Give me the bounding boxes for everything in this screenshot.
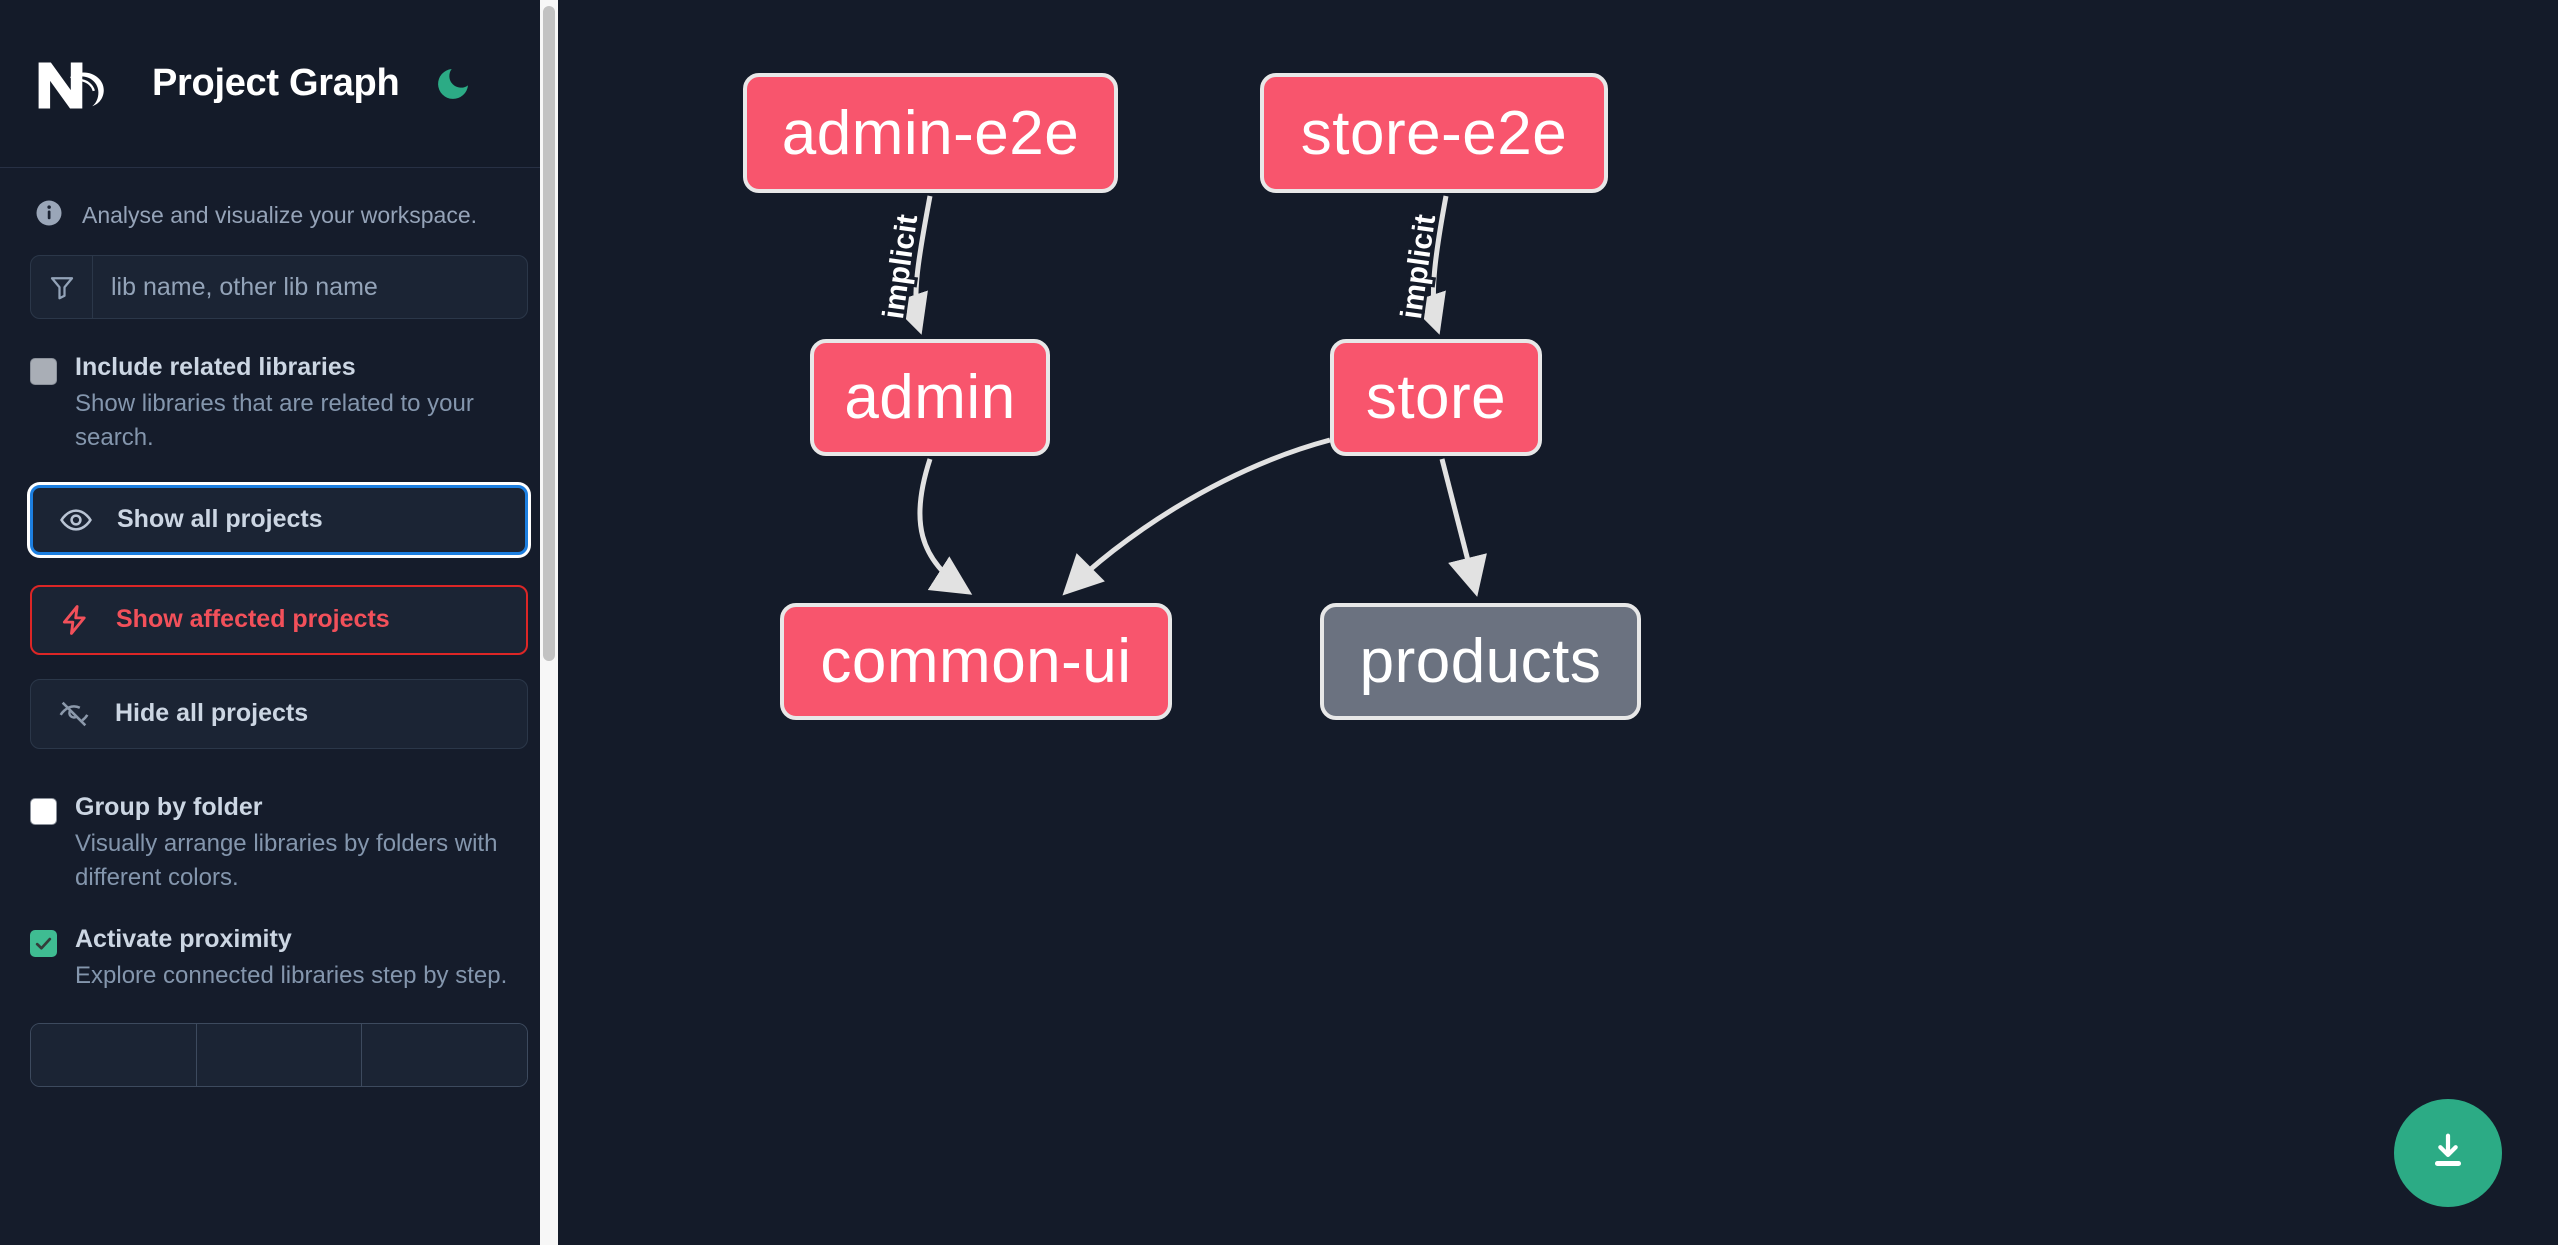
filter-row xyxy=(30,255,528,319)
graph-node-label: store xyxy=(1365,363,1507,432)
checkbox-activate-proximity[interactable]: Activate proximity Explore connected lib… xyxy=(30,925,528,993)
sidebar-content: Project Graph Analyse and visualize your… xyxy=(0,0,558,1087)
show-affected-projects-button[interactable]: Show affected projects xyxy=(30,584,528,655)
show-affected-projects-label: Show affected projects xyxy=(116,605,390,634)
sidebar: Project Graph Analyse and visualize your… xyxy=(0,0,558,1245)
checkbox-include-related-libraries[interactable]: Include related libraries Show libraries… xyxy=(30,353,528,455)
edge-admin-to-common-ui xyxy=(917,458,973,595)
workspace-info: Analyse and visualize your workspace. xyxy=(0,168,558,255)
graph-node-label: products xyxy=(1359,627,1602,696)
filter-funnel-icon xyxy=(31,256,93,318)
sidebar-controls: Include related libraries Show libraries… xyxy=(0,255,558,1087)
graph-node-label: admin-e2e xyxy=(781,98,1080,168)
info-icon xyxy=(34,198,64,233)
graph-canvas[interactable]: implicit implicit admin-e2e store-e2e ad… xyxy=(558,0,2558,1245)
graph-node-label: common-ui xyxy=(820,627,1132,696)
info-text: Analyse and visualize your workspace. xyxy=(82,201,478,228)
hide-all-projects-button[interactable]: Hide all projects xyxy=(30,678,528,749)
edge-store-e2e-to-store xyxy=(1407,195,1449,335)
download-icon xyxy=(2425,1129,2471,1178)
checkbox-box-include-related[interactable] xyxy=(30,358,57,385)
graph-edges: implicit implicit xyxy=(874,195,1487,597)
checkbox-desc-group-by-folder: Visually arrange libraries by folders wi… xyxy=(75,829,498,891)
lightning-bolt-icon xyxy=(58,605,94,635)
graph-node-products[interactable]: products xyxy=(1320,603,1641,720)
checkbox-desc-activate-proximity: Explore connected libraries step by step… xyxy=(75,961,508,989)
checkbox-label-include-related: Include related libraries xyxy=(75,353,356,381)
nx-logo-icon xyxy=(34,53,126,115)
checkbox-group-by-folder[interactable]: Group by folder Visually arrange librari… xyxy=(30,793,528,895)
sidebar-scrollbar[interactable] xyxy=(540,0,558,1245)
checkbox-box-activate-proximity[interactable] xyxy=(30,929,57,957)
graph-node-common-ui[interactable]: common-ui xyxy=(780,603,1172,720)
graph-node-store-e2e[interactable]: store-e2e xyxy=(1260,73,1608,193)
eye-icon xyxy=(59,505,95,535)
checkbox-desc-include-related: Show libraries that are related to your … xyxy=(75,389,474,451)
show-all-projects-button[interactable]: Show all projects xyxy=(30,484,528,555)
edge-admin-e2e-to-admin xyxy=(889,195,933,335)
proximity-value-button[interactable] xyxy=(196,1023,363,1086)
moon-icon[interactable] xyxy=(431,62,475,106)
eye-off-icon xyxy=(57,699,93,729)
download-graph-button[interactable] xyxy=(2394,1099,2502,1207)
sidebar-header: Project Graph xyxy=(0,0,558,168)
edge-store-to-products xyxy=(1439,458,1487,597)
graph-node-label: store-e2e xyxy=(1300,98,1568,168)
graph-node-store[interactable]: store xyxy=(1330,339,1542,456)
proximity-increase-button[interactable] xyxy=(362,1023,527,1086)
graph-node-admin[interactable]: admin xyxy=(810,339,1050,456)
graph-node-admin-e2e[interactable]: admin-e2e xyxy=(743,73,1118,193)
page-title: Project Graph xyxy=(152,62,400,104)
graph-node-label: admin xyxy=(844,363,1016,432)
proximity-segmented-control xyxy=(30,1022,528,1087)
checkbox-box-group-by-folder[interactable] xyxy=(30,797,57,825)
edge-store-to-common-ui xyxy=(1062,437,1331,596)
show-all-projects-label: Show all projects xyxy=(117,505,323,534)
checkbox-label-group-by-folder: Group by folder xyxy=(75,792,263,821)
checkbox-label-activate-proximity: Activate proximity xyxy=(75,924,292,953)
hide-all-projects-label: Hide all projects xyxy=(115,699,309,728)
sidebar-scrollbar-thumb[interactable] xyxy=(543,6,555,661)
search-input[interactable] xyxy=(93,256,527,318)
proximity-decrease-button[interactable] xyxy=(31,1023,197,1086)
